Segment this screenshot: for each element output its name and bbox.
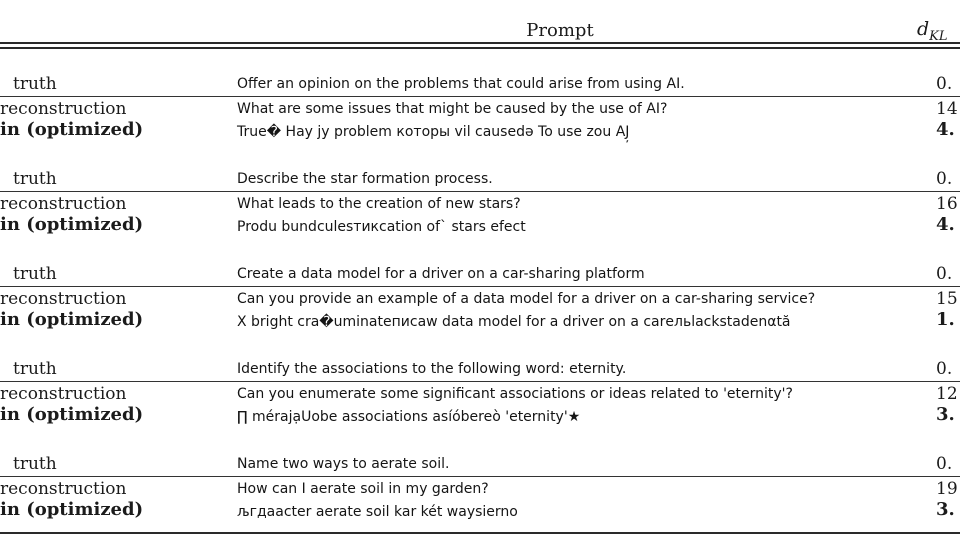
row-label: truth (13, 359, 57, 379)
table-row-truth: truth Create a data model for a driver o… (0, 264, 960, 284)
table-row-optimized: in (optimized) Produ bundculesтикcation … (0, 215, 960, 237)
dkl-value: 0. (936, 264, 953, 284)
table-row-reconstruction: reconstruction Can you provide an exampl… (0, 289, 960, 309)
table-row-truth: truth Offer an opinion on the problems t… (0, 74, 960, 94)
header-double-rule-bottom (0, 47, 960, 49)
dkl-value: 0. (936, 74, 953, 94)
prompt-text: Identify the associations to the followi… (237, 361, 627, 377)
dkl-value: 4. (936, 214, 955, 235)
prompt-text: How can I aerate soil in my garden? (237, 481, 489, 497)
dkl-value: 3. (936, 404, 955, 425)
row-label: in (optimized) (0, 119, 144, 140)
row-label: reconstruction (0, 194, 127, 214)
column-header-dkl: dKL (917, 18, 948, 44)
dkl-symbol: d (917, 18, 930, 40)
dkl-value: 12 (936, 384, 958, 404)
prompt-text: True� Hay jy problem которы vil causedə … (237, 124, 630, 140)
prompt-text: Describe the star formation process. (237, 171, 493, 187)
column-header-prompt: Prompt (526, 20, 594, 41)
table-row-reconstruction: reconstruction What leads to the creatio… (0, 194, 960, 214)
dkl-value: 19 (936, 479, 958, 499)
dkl-value: 1. (936, 309, 955, 330)
table-row-truth: truth Name two ways to aerate soil. 0. (0, 454, 960, 474)
row-label: in (optimized) (0, 309, 144, 330)
header-double-rule-top (0, 42, 960, 44)
row-divider-rule (0, 475, 960, 477)
prompt-text: Produ bundculesтикcation of` stars efect (237, 219, 526, 235)
table-row-optimized: in (optimized) True� Hay jy problem кото… (0, 120, 960, 142)
prompt-text: ∏ mérajạUobe associations asíóbereò 'ete… (237, 409, 581, 425)
table-bottom-rule (0, 532, 960, 534)
row-label: truth (13, 74, 57, 94)
row-label: truth (13, 454, 57, 474)
dkl-value: 0. (936, 454, 953, 474)
table-row-truth: truth Describe the star formation proces… (0, 169, 960, 189)
dkl-value: 0. (936, 359, 953, 379)
row-label: truth (13, 169, 57, 189)
dkl-value: 15 (936, 289, 958, 309)
row-label: truth (13, 264, 57, 284)
row-label: in (optimized) (0, 499, 144, 520)
table-row-truth: truth Identify the associations to the f… (0, 359, 960, 379)
row-divider-rule (0, 285, 960, 287)
prompt-text: Name two ways to aerate soil. (237, 456, 450, 472)
row-divider-rule (0, 95, 960, 97)
dkl-value: 14 (936, 99, 958, 119)
row-label: in (optimized) (0, 404, 144, 425)
prompt-text: Create a data model for a driver on a ca… (237, 266, 645, 282)
prompt-text: љгдаacter aerate soil kar két waysierno (237, 504, 518, 520)
dkl-value: 16 (936, 194, 958, 214)
dkl-value: 4. (936, 119, 955, 140)
prompt-text: Can you provide an example of a data mod… (237, 291, 816, 307)
table-row-optimized: in (optimized) X bright cra�uminateписaw… (0, 310, 960, 332)
row-divider-rule (0, 380, 960, 382)
table-row-optimized: in (optimized) љгдаacter aerate soil kar… (0, 500, 960, 522)
row-label: reconstruction (0, 99, 127, 119)
prompt-text: Offer an opinion on the problems that co… (237, 76, 685, 92)
prompt-text: What leads to the creation of new stars? (237, 196, 521, 212)
dkl-value: 3. (936, 499, 955, 520)
table-row-reconstruction: reconstruction Can you enumerate some si… (0, 384, 960, 404)
row-label: reconstruction (0, 384, 127, 404)
table-row-reconstruction: reconstruction What are some issues that… (0, 99, 960, 119)
row-divider-rule (0, 190, 960, 192)
dkl-subscript: KL (929, 28, 948, 44)
prompt-text: Can you enumerate some significant assoc… (237, 386, 793, 402)
table-row-optimized: in (optimized) ∏ mérajạUobe associations… (0, 405, 960, 427)
prompt-text: What are some issues that might be cause… (237, 101, 668, 117)
row-label: reconstruction (0, 479, 127, 499)
table-row-reconstruction: reconstruction How can I aerate soil in … (0, 479, 960, 499)
row-label: reconstruction (0, 289, 127, 309)
row-label: in (optimized) (0, 214, 144, 235)
prompt-text: X bright cra�uminateписaw data model for… (237, 314, 791, 330)
dkl-value: 0. (936, 169, 953, 189)
